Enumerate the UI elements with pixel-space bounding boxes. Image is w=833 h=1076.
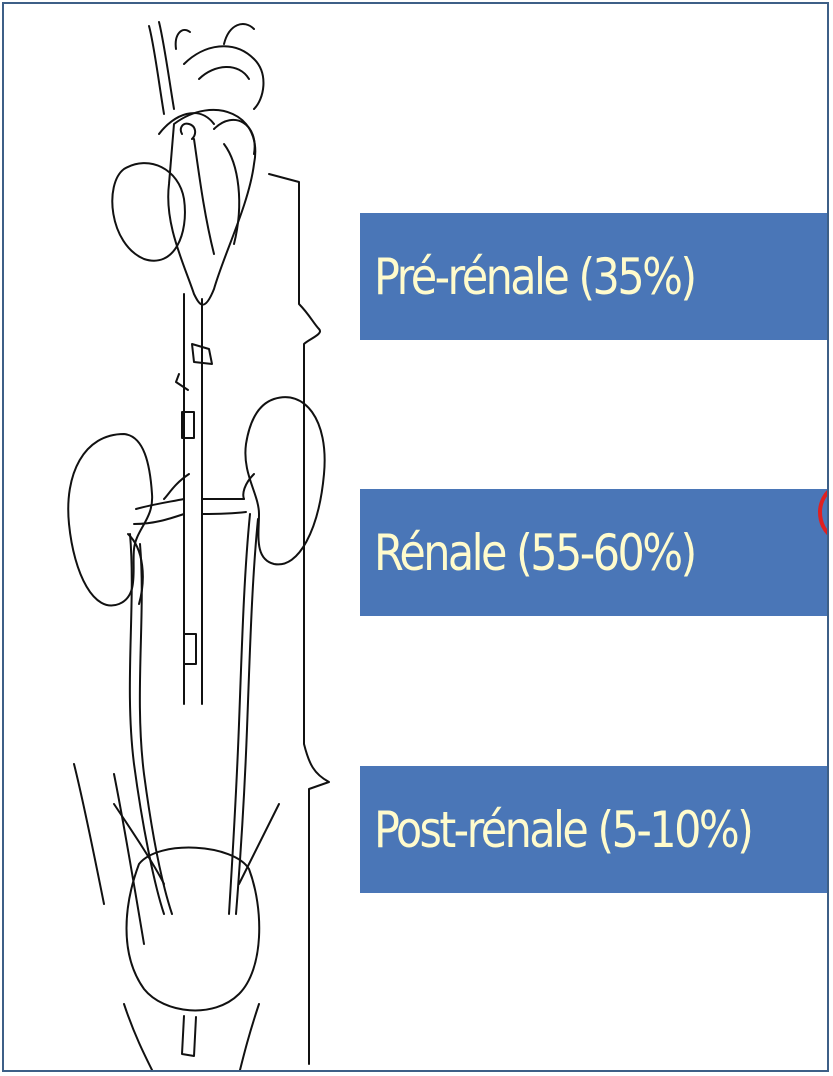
pre-renale-box: Pré-rénale (35%) <box>360 213 828 340</box>
anatomy-drawing <box>64 4 364 1072</box>
renale-label: Rénale (55-60%) <box>374 524 695 582</box>
left-kidney-drawing <box>68 434 184 606</box>
urinary-system-illustration <box>64 4 364 1072</box>
ureters-drawing <box>130 514 258 914</box>
heart-drawing <box>112 22 263 305</box>
highlight-circle-icon <box>816 482 829 542</box>
pre-renale-label: Pré-rénale (35%) <box>374 248 695 306</box>
right-kidney-drawing <box>202 397 325 564</box>
renale-box: Rénale (55-60%) <box>360 489 828 616</box>
bladder-drawing <box>114 804 279 1072</box>
post-renale-label: Post-rénale (5-10%) <box>374 801 751 859</box>
post-renale-box: Post-rénale (5-10%) <box>360 766 828 893</box>
